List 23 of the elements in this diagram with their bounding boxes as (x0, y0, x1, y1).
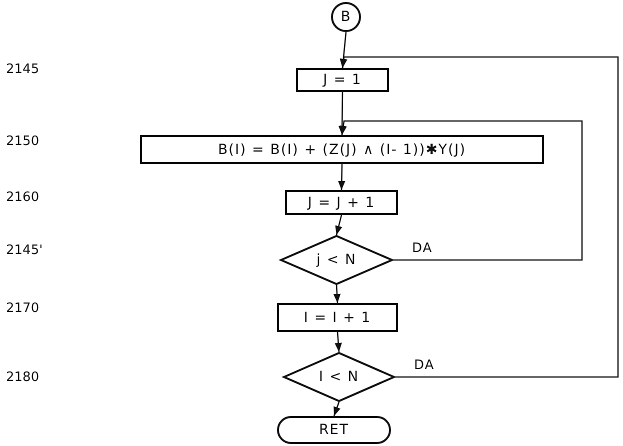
line-number: 2145' (6, 243, 43, 258)
node-text: J = 1 (323, 72, 362, 88)
arrow (334, 332, 342, 352)
node-text: RET (318, 422, 350, 438)
line-number: 2145 (6, 62, 40, 77)
node-text: I = I + 1 (304, 310, 372, 326)
node-text: B(I) = B(I) + (Z(J) ∧ (I- 1))✱Y(J) (218, 142, 466, 158)
arrow (340, 32, 347, 68)
line-number: 2150 (6, 134, 40, 149)
arrow (338, 92, 346, 135)
arrow (335, 214, 342, 236)
arrow (333, 402, 340, 416)
arrow (340, 120, 583, 261)
node-text: B (340, 9, 352, 25)
node-text: J = J + 1 (308, 194, 376, 210)
line-number: 2160 (6, 190, 40, 205)
node-text: j < N (316, 252, 356, 268)
arrow (338, 164, 346, 190)
arrow (340, 56, 619, 378)
line-number: 2180 (6, 370, 40, 385)
arrow (333, 284, 341, 304)
line-number: 2170 (6, 301, 40, 316)
node-text: I < N (318, 369, 360, 385)
